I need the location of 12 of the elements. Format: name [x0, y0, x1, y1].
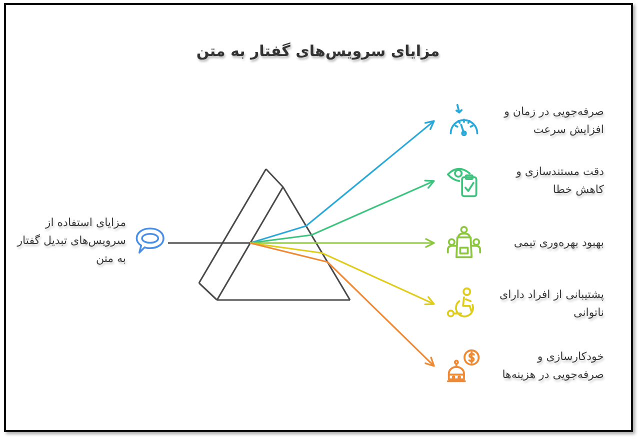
diagram-title: مزایای سرویس‌های گفتار به متن [196, 42, 440, 60]
benefit-text: خودکارسازی و صرفه‌جویی در هزینه‌ها [501, 349, 604, 383]
benefit-text: صرفه‌جویی در زمان و افزایش سرعت [502, 104, 604, 138]
topic-text: مزایای استفاده از سرویس‌های تبدیل گفتار به متن [16, 215, 126, 267]
benefit-text: دقت مستندسازی و کاهش خطا [514, 164, 604, 198]
ray-arrow [250, 242, 435, 367]
ray-arrow [250, 120, 435, 244]
benefit-text: بهبود بهره‌وری تیمی [512, 235, 604, 251]
ray-arrow [250, 242, 435, 306]
benefit-text: پشتیبانی از افراد دارای ناتوانی [498, 287, 604, 321]
beam-line [168, 242, 250, 244]
ray-arrow [250, 238, 435, 248]
